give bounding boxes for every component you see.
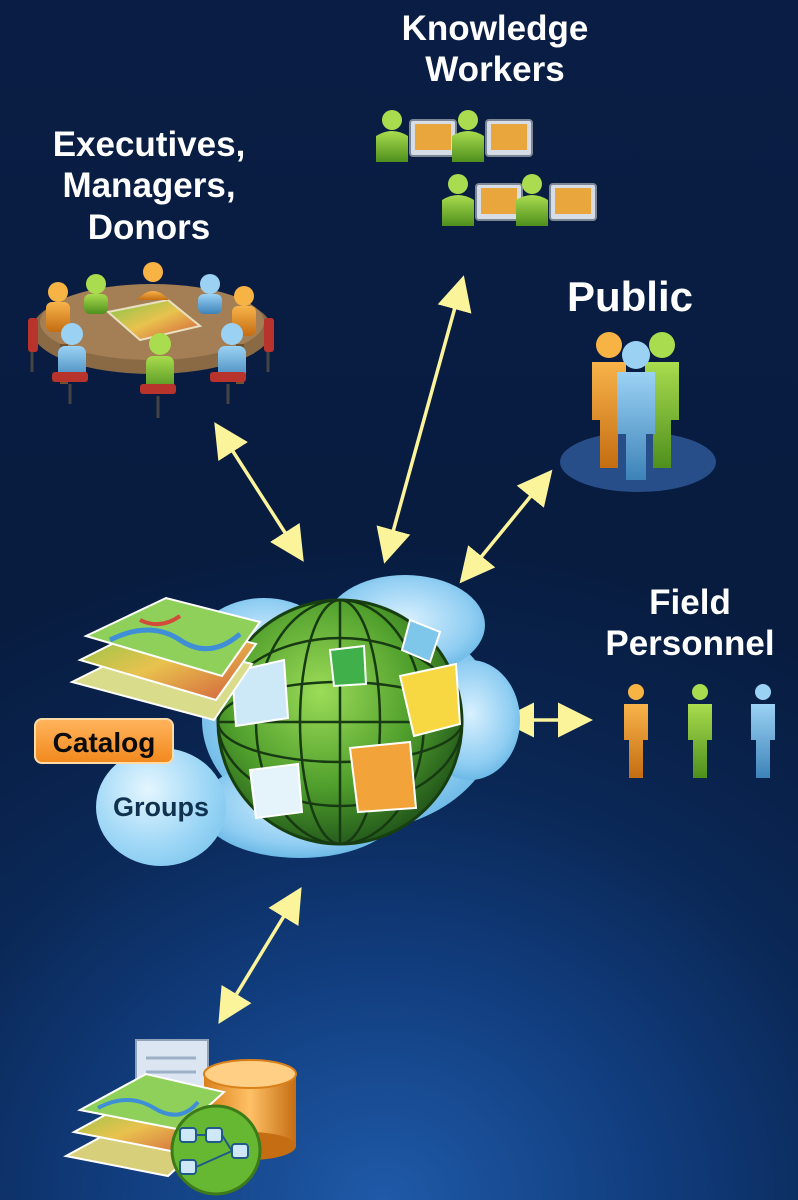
arrow-data-sources: [218, 887, 302, 1024]
people-group-icon: [560, 332, 716, 492]
label-public: Public: [566, 273, 694, 320]
meeting-table-icon: [28, 262, 274, 418]
groups-bubble: Groups: [96, 748, 226, 866]
field-people-icon: [624, 684, 775, 778]
data-stack-icon: [63, 1039, 297, 1196]
arrow-executives: [214, 422, 304, 562]
label-field-personnel: Field Personnel: [605, 583, 775, 664]
map-layers-icon: [69, 596, 262, 722]
label-knowledge-workers: Knowledge Workers: [401, 9, 589, 90]
arrow-knowledge-workers: [376, 275, 472, 564]
knowledge-workers-icon: [376, 110, 597, 226]
label-executives: Executives, Managers, Donors: [52, 125, 246, 247]
arrow-public: [459, 469, 553, 584]
catalog-chip: Catalog: [34, 718, 174, 764]
cloud-globe-icon: [69, 575, 520, 858]
